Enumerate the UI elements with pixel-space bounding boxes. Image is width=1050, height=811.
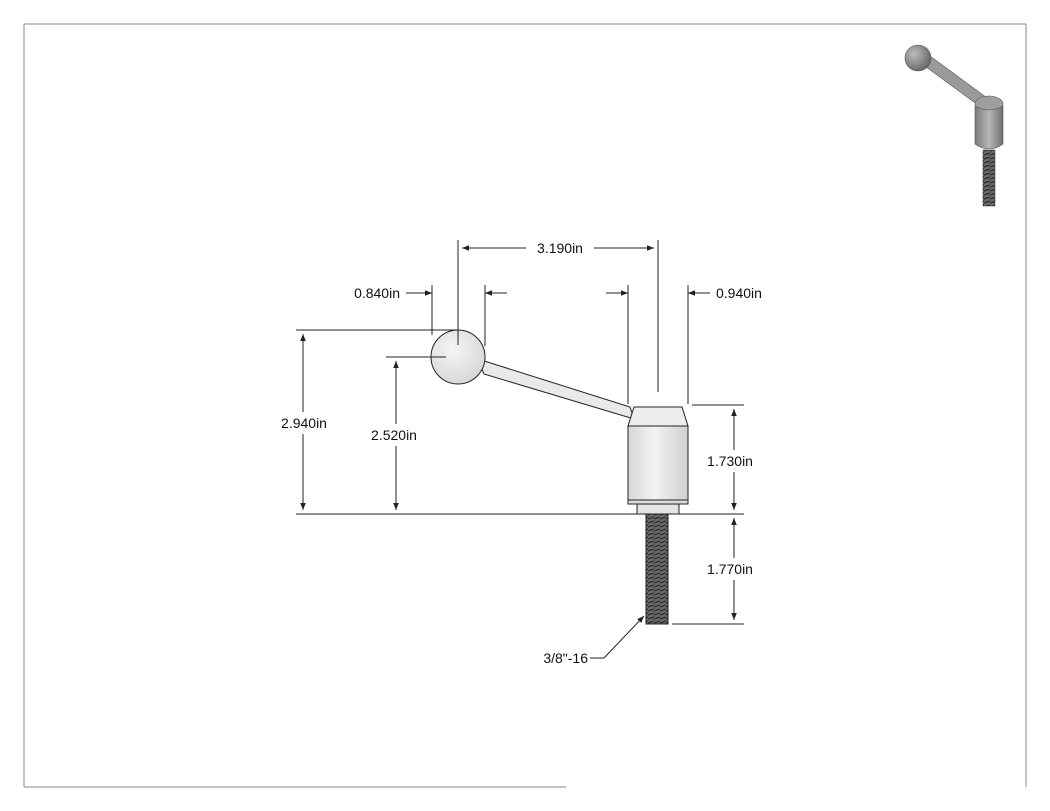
dim-hub-height: 1.730in [707,453,753,469]
dimension-labels: 3.190in 0.840in 0.940in 2.940in 2.520in … [281,240,762,666]
handle-part [430,329,689,625]
lever-arm [477,358,635,420]
hub-cap [627,406,689,427]
adjustable-handle-isometric-icon [904,44,1004,207]
dim-thread-length: 1.770in [707,561,753,577]
drawing-frame [23,23,1027,788]
dimension-lines [296,240,744,659]
hub-base-ring [627,499,689,505]
thread-spec-callout: 3/8"-16 [543,650,588,666]
hub-body [627,425,689,505]
washer [636,503,680,515]
dim-ball-diameter: 0.840in [354,285,400,301]
dim-hub-diameter: 0.940in [716,285,762,301]
dim-overall-width: 3.190in [537,240,583,256]
threaded-stud [645,513,669,625]
dim-overall-height: 2.940in [281,415,327,431]
dim-ball-center-height: 2.520in [371,427,417,443]
